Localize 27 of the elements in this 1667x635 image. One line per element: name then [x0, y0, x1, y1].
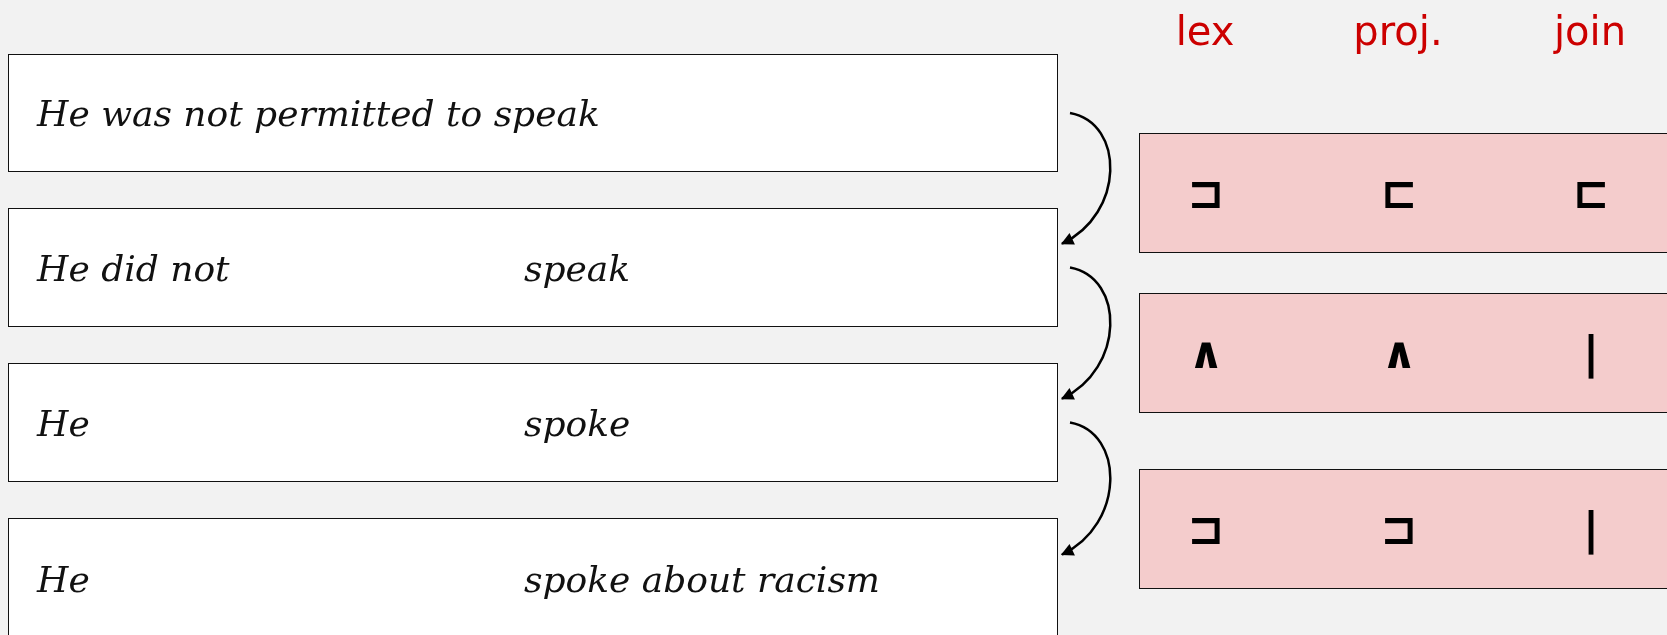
sentence-box	[8, 54, 1058, 172]
logic-symbol: ⊐	[1187, 507, 1225, 551]
sentence-text: speak	[524, 247, 631, 288]
column-header: join	[1553, 8, 1627, 54]
symbol-row-box	[1139, 469, 1667, 589]
logic-symbol: ⊏	[1380, 171, 1418, 215]
symbol-row-box	[1139, 133, 1667, 253]
column-header: lex	[1175, 8, 1235, 54]
sentence-box	[8, 363, 1058, 482]
sentence-text: He was not permitted to speak	[37, 92, 600, 134]
curved-arrow	[1060, 421, 1112, 556]
curved-arrow	[1060, 111, 1112, 245]
symbol-row-box	[1139, 293, 1667, 413]
sentence-text: spoke about racism	[524, 558, 880, 600]
curved-arrow	[1060, 266, 1112, 400]
sentence-text: spoke	[524, 402, 631, 443]
logic-symbol: ⊏	[1572, 171, 1610, 215]
sentence-box	[8, 208, 1058, 327]
logic-symbol: ⊐	[1187, 171, 1225, 215]
sentence-text: He did not	[37, 247, 230, 288]
column-header: proj.	[1353, 8, 1443, 54]
sentence-text: He	[37, 558, 90, 600]
sentence-box	[8, 518, 1058, 635]
sentence-text: He	[37, 402, 90, 443]
logic-symbol: ⊐	[1380, 507, 1418, 551]
logic-symbol: ∧	[1381, 331, 1417, 375]
logic-symbol: ∧	[1188, 331, 1224, 375]
